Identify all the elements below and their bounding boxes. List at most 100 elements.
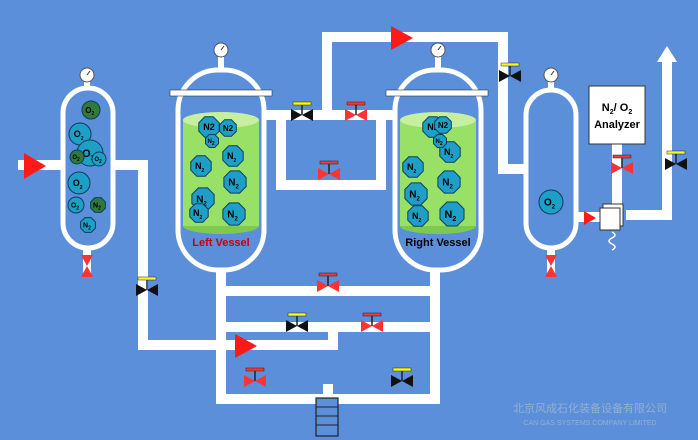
valves-layer [81, 62, 687, 387]
svg-text:N2: N2 [444, 147, 454, 160]
right-manifold-vertical [430, 262, 440, 404]
air-supply-down-pipe [138, 160, 148, 350]
svg-text:O2: O2 [71, 202, 79, 211]
svg-text:N2: N2 [227, 210, 238, 223]
svg-text:O2: O2 [544, 198, 556, 211]
nitrogen-molecule-icon: N2 [222, 145, 244, 167]
air-supply-riser [328, 330, 338, 350]
valve-closed-icon [345, 101, 367, 121]
nitrogen-molecule-icon: N2 [223, 170, 247, 194]
cross-left-down [276, 110, 286, 190]
analyzer-title: N2/ O2 [602, 102, 633, 116]
to-outlet-pipe [626, 210, 668, 220]
manifold-row-1 [216, 286, 440, 296]
svg-text:N2: N2 [193, 208, 203, 221]
analyzer-box [588, 85, 646, 145]
exhaust-muffler [315, 397, 339, 437]
svg-text:N2: N2 [442, 178, 453, 191]
svg-text:N2: N2 [436, 139, 443, 147]
cross-right-down [376, 110, 386, 190]
nitrogen-molecule-icon: N2 [80, 217, 96, 233]
nitrogen-molecule-icon: N2 [439, 201, 465, 227]
svg-text:N2: N2 [196, 195, 207, 208]
svg-text:N2: N2 [208, 139, 215, 147]
valve-closed-icon [317, 272, 339, 292]
nitrogen-molecule-icon: N2 [437, 170, 461, 194]
svg-text:N2: N2 [444, 209, 456, 223]
valve-closed-icon [244, 367, 266, 387]
svg-text:N2: N2 [438, 121, 449, 130]
valve-closed-icon [545, 255, 557, 277]
analyzer-subtitle: Analyzer [594, 119, 641, 131]
flow-meter [599, 203, 624, 251]
svg-text:O2: O2 [73, 178, 83, 191]
manifold-row-2 [216, 322, 440, 332]
muffler-riser [323, 384, 333, 404]
nitrogen-molecule-icon: N2 [402, 156, 424, 178]
svg-text:O2: O2 [72, 155, 80, 163]
cross-bottom-pipe [276, 180, 386, 190]
right-vessel-flange [385, 89, 489, 97]
oxygen-molecule-icon: O2 [67, 171, 91, 195]
top-loop-right [498, 32, 508, 174]
nitrogen-molecule-icon: N2 [219, 119, 237, 137]
left-manifold-vertical [216, 262, 226, 404]
to-product-tank-pipe [498, 164, 528, 174]
oxygen-molecule-icon: O2 [91, 151, 107, 167]
oxygen-molecule-icon: O2 [69, 149, 85, 165]
product-tank-body [523, 87, 579, 251]
n2-o2-analyzer: N2/ O2 Analyzer [588, 85, 646, 145]
valve-open-icon [136, 276, 158, 296]
valve-closed-icon [81, 255, 93, 277]
svg-text:N2: N2 [203, 122, 215, 132]
watermark-line-2: CAN GAS SYSTEMS COMPANY LIMITED [523, 420, 656, 427]
right-vessel-label: Right Vessel [405, 237, 470, 249]
svg-text:N2: N2 [409, 190, 420, 203]
oxygen-molecule-icon: O2 [81, 100, 101, 120]
product-flow-arrow [584, 211, 596, 225]
product-tank [523, 67, 579, 251]
gauge-stem [84, 82, 90, 90]
valve-open-icon [665, 150, 687, 170]
nitrogen-molecule-icon: N2 [433, 134, 447, 148]
svg-text:O2: O2 [85, 106, 94, 117]
valve-closed-icon [361, 312, 383, 332]
nitrogen-molecule-icon: N2 [404, 182, 428, 206]
inlet-flow-arrow [24, 153, 46, 179]
nitrogen-molecule-icon: N2 [407, 205, 429, 227]
nitrogen-molecule-icon: N2 [190, 155, 212, 177]
valve-open-icon [499, 62, 521, 82]
product-outlet-riser [662, 60, 672, 220]
analyzer-feed-pipe [612, 144, 622, 214]
flow-arrows [24, 26, 596, 358]
nitrogen-molecule-icon: N2 [205, 134, 219, 148]
top-loop-left [322, 32, 332, 120]
air-tank-outlet-pipe [113, 160, 148, 170]
svg-text:O2: O2 [74, 129, 84, 142]
valve-open-icon [286, 312, 308, 332]
oxygen-molecule-icon: O2 [67, 196, 85, 214]
valve-open-icon [391, 367, 413, 387]
nitrogen-molecule-icon: N2 [189, 203, 209, 223]
svg-text:N2: N2 [93, 202, 101, 211]
svg-text:N2: N2 [427, 122, 439, 132]
svg-text:N2: N2 [223, 124, 234, 133]
svg-text:N2: N2 [228, 178, 239, 191]
valve-closed-icon [611, 154, 633, 174]
supply-flow-arrow [235, 334, 257, 358]
svg-text:N2: N2 [412, 211, 422, 224]
top-flow-arrow [391, 26, 413, 50]
left-vessel-flange [169, 89, 273, 97]
svg-text:N2: N2 [227, 151, 237, 164]
left-vessel-label: Left Vessel [192, 237, 249, 249]
oxygen-molecule-icon: O2 [538, 189, 564, 215]
top-loop-top [322, 32, 508, 42]
nitrogen-molecule-icon: N2 [90, 197, 106, 213]
svg-text:N2: N2 [83, 222, 91, 231]
svg-text:O2: O2 [94, 157, 102, 165]
valve-open-icon [291, 101, 313, 121]
svg-text:N2: N2 [407, 162, 417, 175]
nitrogen-molecule-icon: N2 [222, 202, 246, 226]
svg-text:N2: N2 [195, 161, 205, 174]
